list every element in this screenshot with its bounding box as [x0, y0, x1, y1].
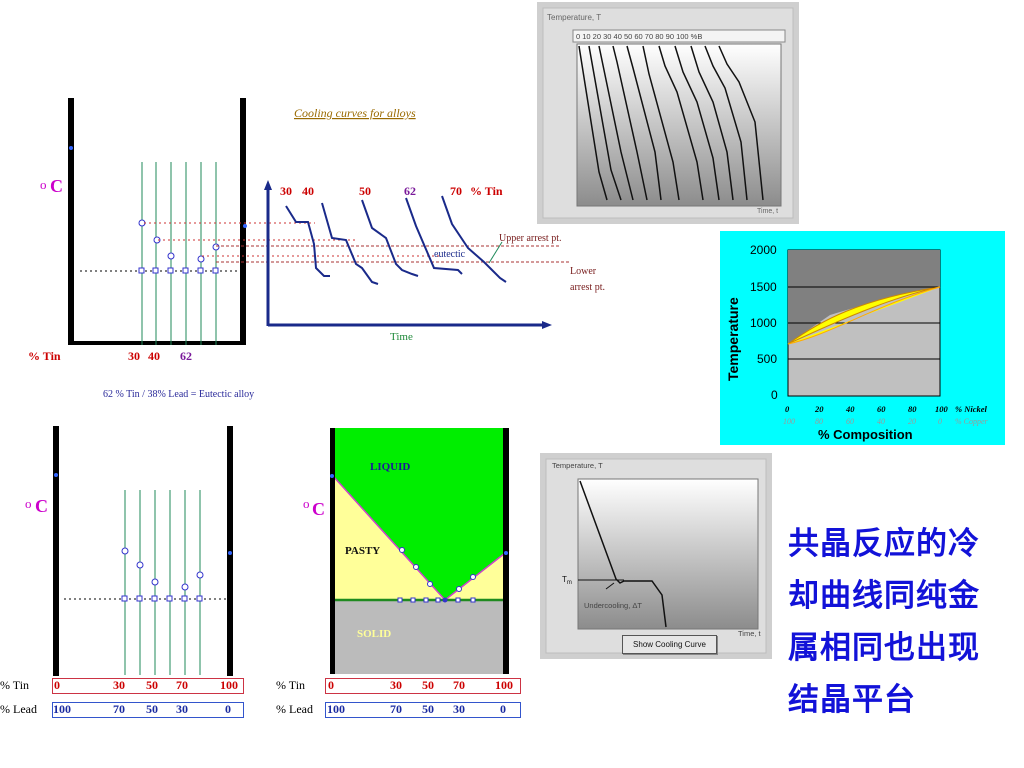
undercooling-panel: Temperature, T Tm Undercooling, ΔT Time,… [540, 453, 772, 659]
curve-label-50: 50 [359, 184, 371, 198]
svg-text:40: 40 [845, 404, 855, 414]
celsius-label-c: C [312, 499, 325, 519]
degree-symbol: o [40, 177, 47, 192]
y-tick-2000: 2000 [750, 243, 777, 257]
y-tick-0: 0 [771, 388, 778, 402]
y-tick-500: 500 [757, 352, 777, 366]
svg-text:60: 60 [846, 417, 854, 426]
y-title: Temperature [725, 297, 741, 381]
svg-text:60: 60 [877, 404, 886, 414]
svg-text:100: 100 [935, 404, 949, 414]
svg-text:0: 0 [785, 404, 790, 414]
eutectic-note: 62 % Tin / 38% Lead = Eutectic alloy [103, 389, 255, 400]
right-axis-bar [240, 98, 246, 345]
celsius-label: C [50, 176, 63, 196]
y-tick-1000: 1000 [750, 316, 777, 330]
tin-axis-label: % Tin [28, 349, 61, 363]
pasty-label: PASTY [345, 545, 380, 557]
pct-tin-label: % Tin [470, 184, 503, 198]
curve-70 [441, 195, 507, 283]
upper-arrest-label: Upper arrest pt. [499, 233, 561, 244]
comp-label-62: 62 [180, 349, 192, 363]
comp-label-30: 30 [128, 349, 140, 363]
gray-scale: 0 10 20 30 40 50 60 70 80 90 100 %B [576, 32, 702, 41]
svg-text:o: o [25, 496, 32, 511]
comp-label-40: 40 [148, 349, 160, 363]
lead-label-b: % Lead [0, 702, 37, 716]
lead-scale-c [325, 702, 521, 718]
tin-lead-phase-diagram: o C LIQUID PASTY SOLID [303, 428, 510, 674]
gray-x-label: Time, t [757, 208, 778, 215]
svg-text:o: o [303, 496, 310, 511]
svg-text:80: 80 [815, 417, 823, 426]
cooling-title: Cooling curves for alloys [294, 106, 416, 120]
gray-cooling-panel: Temperature, T 0 10 20 30 40 50 60 70 80… [537, 2, 799, 224]
bottom-axis-bar [68, 341, 246, 345]
lead-label-c: % Lead [276, 702, 313, 716]
tin-label-b: % Tin [0, 678, 30, 692]
cooling-curves-chart: Cooling curves for alloys 30 40 50 62 70… [264, 106, 605, 343]
uc-curve [579, 480, 667, 628]
tin-scale-c [325, 678, 521, 694]
solid-label: SOLID [357, 628, 391, 640]
y-tick-1500: 1500 [750, 280, 777, 294]
lead-scale-b [52, 702, 244, 718]
arrest-connector-lines [144, 222, 570, 263]
curve-label-70: 70 [450, 184, 462, 198]
time-label: Time [390, 331, 413, 343]
x-title: % Composition [818, 427, 913, 442]
tin-lead-diagram-b: o C [25, 426, 233, 676]
chinese-line-2: 却曲线同纯金 [788, 578, 980, 614]
chinese-line-3: 属相同也出现 [788, 630, 980, 666]
tm-label: Tm [562, 575, 572, 586]
gray-y-label: Temperature, T [547, 13, 601, 22]
show-cooling-curve-button[interactable]: Show Cooling Curve [622, 635, 717, 654]
tin-lead-diagram-a: o C % Tin 30 40 62 [28, 98, 247, 363]
svg-text:20: 20 [814, 404, 824, 414]
celsius-label-b: C [35, 496, 48, 516]
svg-text:80: 80 [908, 404, 917, 414]
lower-arrest-label-2: arrest pt. [570, 282, 605, 293]
eutectic-label: eutectic [434, 249, 466, 260]
undercooling-label: Undercooling, ΔT [584, 601, 642, 610]
liquid-label: LIQUID [370, 461, 410, 473]
chinese-line-1: 共晶反应的冷 [788, 526, 980, 562]
lower-arrest-label-1: Lower [570, 266, 597, 277]
svg-text:100: 100 [783, 417, 795, 426]
svg-text:20: 20 [908, 417, 916, 426]
curve-40 [321, 202, 379, 285]
tin-label-c: % Tin [276, 678, 306, 692]
curve-30 [285, 205, 330, 277]
svg-text:0: 0 [938, 417, 942, 426]
cu-ni-phase-chart: 2000 1500 1000 500 0 Temperature 0 20 40… [720, 231, 1005, 445]
pasty-region [333, 476, 509, 600]
nickel-label: % Nickel [955, 404, 988, 414]
curve-label-40: 40 [302, 184, 314, 198]
copper-label: % Copper [955, 417, 989, 426]
uc-x-label: Time, t [738, 629, 762, 638]
curve-50 [361, 199, 419, 277]
left-axis-bar [68, 98, 74, 345]
svg-text:40: 40 [877, 417, 885, 426]
curve-label-30: 30 [280, 184, 292, 198]
tin-scale-b [52, 678, 244, 694]
curve-62 [405, 197, 463, 275]
curve-label-62: 62 [404, 184, 416, 198]
uc-y-label: Temperature, T [552, 461, 603, 470]
chinese-line-4: 结晶平台 [788, 682, 916, 718]
